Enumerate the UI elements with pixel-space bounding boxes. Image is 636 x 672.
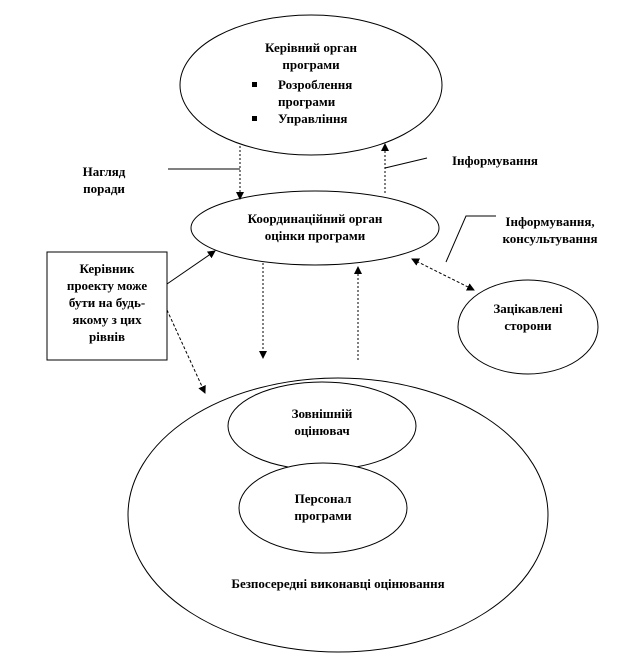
informing-consulting-line1: Інформування, — [505, 214, 595, 229]
external-evaluator-line2: оцінювач — [294, 423, 350, 438]
project-manager-line: якому з цих — [72, 312, 142, 327]
bullet-icon — [252, 82, 257, 87]
informing-consulting-line2: консультування — [502, 231, 598, 246]
arrow-manager-to-performers — [166, 309, 206, 394]
arrow-manager-to-coordinating — [166, 250, 216, 285]
governing-body-ellipse — [179, 14, 443, 156]
governing-body-item-line2: програми — [278, 94, 336, 109]
governing-body-item-line1: Управління — [278, 111, 348, 126]
arrow-coordinating-stakeholders — [411, 258, 475, 291]
coordinating-body-line1: Координаційний орган — [247, 211, 383, 226]
informing-consulting-leader-line — [445, 215, 496, 263]
project-manager-line: проекту може — [66, 278, 148, 293]
coordinating-body-ellipse — [190, 190, 440, 266]
direct-performers-label: Безпосередні виконавці оцінювання — [231, 576, 445, 591]
program-staff-ellipse — [238, 462, 408, 554]
informing-label: Інформування — [452, 153, 538, 168]
external-evaluator-line1: Зовнішній — [291, 406, 353, 421]
oversight-label-line1: Нагляд — [82, 164, 126, 179]
stakeholders-line1: Зацікавлені — [493, 301, 563, 316]
governing-body-title-line2: програми — [282, 57, 340, 72]
oversight-label-line2: поради — [83, 181, 125, 196]
project-manager-line: бути на будь- — [68, 295, 146, 310]
governing-body-item-line1: Розроблення — [278, 77, 353, 92]
bullet-icon — [252, 116, 257, 121]
project-manager-box — [46, 251, 168, 361]
governing-body-list: Розроблення програми Управління — [252, 76, 352, 127]
program-staff-line1: Персонал — [294, 491, 352, 506]
coordinating-body-line2: оцінки програми — [264, 228, 366, 243]
informing-leader-line — [384, 157, 428, 169]
stakeholders-line2: сторони — [504, 318, 552, 333]
stakeholders-ellipse — [457, 279, 599, 375]
program-staff-line2: програми — [294, 508, 352, 523]
project-manager-line: рівнів — [89, 329, 125, 344]
project-manager-line: Керівник — [79, 261, 135, 276]
governing-body-item: Управління — [252, 110, 352, 127]
governing-body-item: Розроблення програми — [252, 76, 352, 110]
governing-body-title-line1: Керівний орган — [265, 40, 357, 55]
